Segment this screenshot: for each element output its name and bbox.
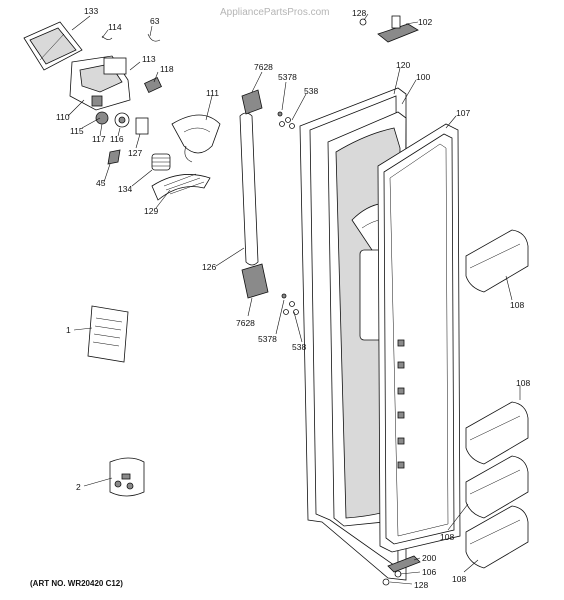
callout-127: 127	[128, 148, 142, 158]
callout-129: 129	[144, 206, 158, 216]
callout-7628-bottom: 7628	[236, 318, 255, 328]
callout-108-a: 108	[510, 300, 524, 310]
owners-manual-1	[87, 305, 129, 363]
bin-clips	[397, 339, 405, 469]
callout-114: 114	[108, 22, 122, 32]
callout-113: 113	[142, 54, 156, 64]
door-bin-108-a	[465, 229, 529, 293]
callout-118: 118	[160, 64, 174, 74]
dispenser-housing	[69, 55, 131, 111]
callout-2: 2	[76, 482, 81, 492]
callout-111: 111	[206, 88, 219, 98]
callout-100: 100	[416, 72, 430, 82]
top-hinge-102	[359, 15, 419, 43]
callout-200: 200	[422, 553, 436, 563]
callout-117: 117	[92, 134, 106, 144]
door-bin-108-d	[465, 505, 529, 569]
funnel-111	[171, 114, 221, 163]
callout-labels: 133 114 63 113 118 110 115 117 116 127 1…	[56, 6, 530, 590]
callout-110: 110	[56, 112, 70, 122]
callout-5378-top: 5378	[278, 72, 297, 82]
callout-108-b: 108	[516, 378, 530, 388]
door-bin-108-c	[465, 455, 529, 519]
watermark: AppliancePartsPros.com	[220, 7, 330, 18]
spring-part	[151, 153, 171, 171]
callout-128-bottom: 128	[414, 580, 428, 590]
callout-102: 102	[418, 17, 432, 27]
dispenser-control-panel	[23, 21, 83, 71]
hinge-7628-top	[241, 89, 263, 115]
leader-lines	[67, 13, 521, 585]
callout-133: 133	[84, 6, 98, 16]
screws-538-bottom	[281, 293, 299, 315]
callout-108-c: 108	[440, 532, 454, 542]
bottom-hinge-200	[382, 555, 421, 586]
callout-106: 106	[422, 567, 436, 577]
screws-538-top	[277, 111, 295, 129]
bracket-45	[107, 149, 121, 165]
callout-108-d: 108	[452, 574, 466, 584]
door-stop-strip-126	[239, 112, 259, 266]
callout-7628-top: 7628	[254, 62, 273, 72]
callout-45: 45	[96, 178, 106, 188]
callout-107: 107	[456, 108, 470, 118]
callout-1: 1	[66, 325, 71, 335]
callout-63: 63	[150, 16, 160, 26]
callout-120: 120	[396, 60, 410, 70]
art-number: (ART NO. WR20420 C12)	[30, 579, 123, 588]
callout-134: 134	[118, 184, 132, 194]
callout-126: 126	[202, 262, 216, 272]
drip-tray-129	[151, 173, 211, 201]
hinge-7628-bottom	[241, 263, 269, 299]
small-parts-cluster	[95, 33, 162, 135]
callout-116: 116	[110, 134, 124, 144]
hardware-bag-2	[109, 457, 145, 497]
callout-128-top: 128	[352, 8, 366, 18]
callout-5378-bottom: 5378	[258, 334, 277, 344]
door-bin-108-b	[465, 401, 529, 465]
callout-538-bottom: 538	[292, 342, 306, 352]
callout-538-top: 538	[304, 86, 318, 96]
callout-115: 115	[70, 126, 84, 136]
door-gasket-107	[377, 123, 461, 553]
